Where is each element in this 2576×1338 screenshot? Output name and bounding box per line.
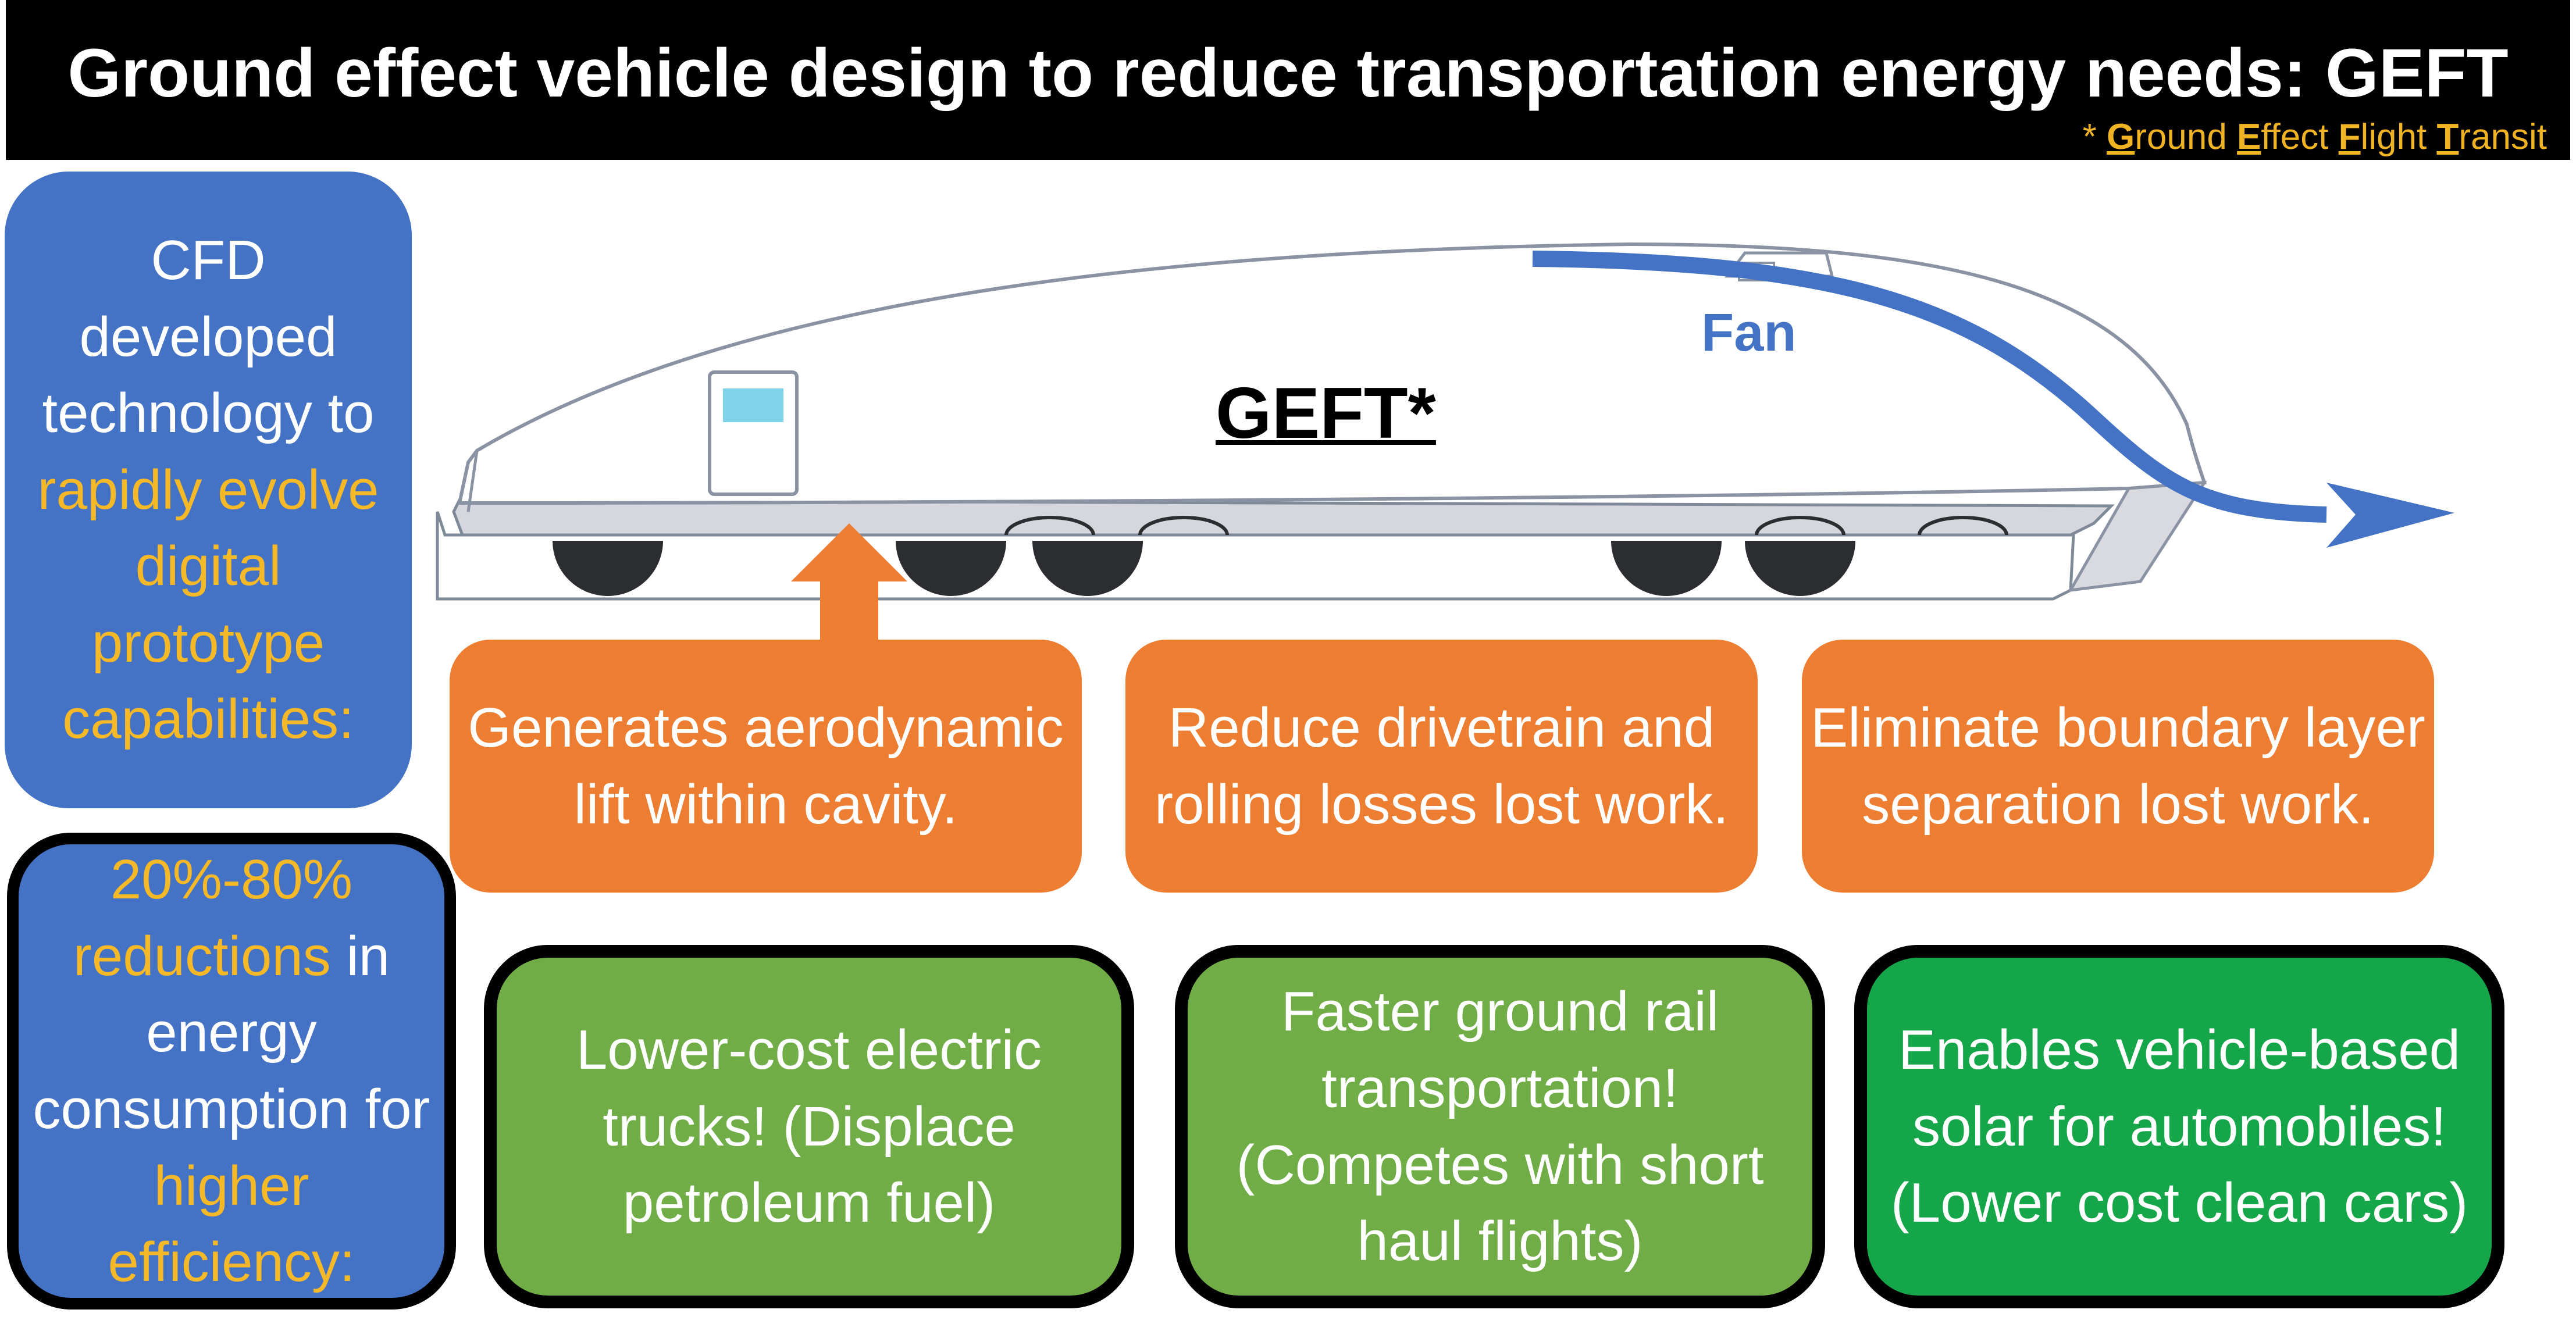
vehicle-body bbox=[457, 242, 2207, 505]
acronym-letter-f: F bbox=[2338, 117, 2361, 157]
acronym-word-flight: light bbox=[2360, 117, 2437, 157]
reduction-text-plain: in energy consumption for bbox=[33, 925, 430, 1140]
outcome-box-rail: Faster ground rail transportation! (Comp… bbox=[1175, 945, 1825, 1308]
page-title: Ground effect vehicle design to reduce t… bbox=[67, 35, 2509, 112]
acronym-word-ground: round bbox=[2135, 117, 2237, 157]
cfd-technology-box: CFD developed technology to rapidly evol… bbox=[5, 172, 412, 808]
outcome-text: Lower-cost electric trucks! (Displace pe… bbox=[576, 1019, 1042, 1234]
vehicle-tail bbox=[2068, 481, 2207, 593]
acronym-letter-t: T bbox=[2436, 117, 2459, 157]
wheel bbox=[1032, 541, 1143, 596]
acronym-word-effect: ffect bbox=[2261, 117, 2339, 157]
acronym-subtitle: * Ground Effect Flight Transit bbox=[2083, 116, 2547, 158]
fan-label: Fan bbox=[1701, 303, 1797, 362]
outcome-box-trucks: Lower-cost electric trucks! (Displace pe… bbox=[484, 945, 1134, 1308]
wheel bbox=[1745, 541, 1855, 596]
acronym-word-transit: ransit bbox=[2459, 117, 2547, 157]
benefit-text: Eliminate boundary layer separation lost… bbox=[1811, 696, 2425, 836]
benefit-box-boundary-layer: Eliminate boundary layer separation lost… bbox=[1802, 640, 2434, 893]
benefit-text: Reduce drivetrain and rolling losses los… bbox=[1155, 696, 1729, 836]
outcome-text: Enables vehicle-based solar for automobi… bbox=[1890, 1019, 2468, 1234]
vehicle-wheels bbox=[553, 541, 1855, 596]
benefit-text: Generates aerodynamic lift within cavity… bbox=[468, 696, 1064, 836]
acronym-letter-g: G bbox=[2107, 117, 2135, 157]
outcome-box-solar: Enables vehicle-based solar for automobi… bbox=[1854, 945, 2504, 1308]
wheel bbox=[896, 541, 1006, 596]
subtitle-prefix: * bbox=[2082, 117, 2107, 157]
cfd-text-plain: CFD developed technology to bbox=[42, 229, 375, 445]
cfd-text-highlight: rapidly evolve digital prototype capabil… bbox=[37, 458, 379, 751]
acronym-letter-e: E bbox=[2237, 117, 2261, 157]
cfd-technology-text: CFD developed technology to rapidly evol… bbox=[16, 222, 400, 758]
geft-vehicle-diagram bbox=[436, 242, 2454, 640]
title-bar: Ground effect vehicle design to reduce t… bbox=[6, 0, 2570, 160]
airflow-arrow-icon bbox=[1532, 251, 2327, 523]
wheel bbox=[1611, 541, 1722, 596]
lift-arrow-icon bbox=[791, 523, 907, 640]
benefit-box-drivetrain: Reduce drivetrain and rolling losses los… bbox=[1125, 640, 1758, 893]
energy-reduction-box: 20%-80% reductions in energy consumption… bbox=[7, 833, 456, 1310]
vehicle-label: GEFT* bbox=[1216, 373, 1436, 454]
vehicle-window bbox=[723, 388, 783, 422]
efficiency-highlight: higher efficiency: bbox=[108, 1154, 355, 1294]
reduction-highlight: 20%-80% reductions bbox=[73, 848, 353, 987]
benefit-box-lift: Generates aerodynamic lift within cavity… bbox=[450, 640, 1082, 893]
vehicle-skirt bbox=[452, 498, 2115, 537]
outcome-text: Faster ground rail transportation! (Comp… bbox=[1236, 980, 1764, 1273]
wheel bbox=[553, 541, 663, 596]
energy-reduction-text: 20%-80% reductions in energy consumption… bbox=[30, 841, 433, 1300]
